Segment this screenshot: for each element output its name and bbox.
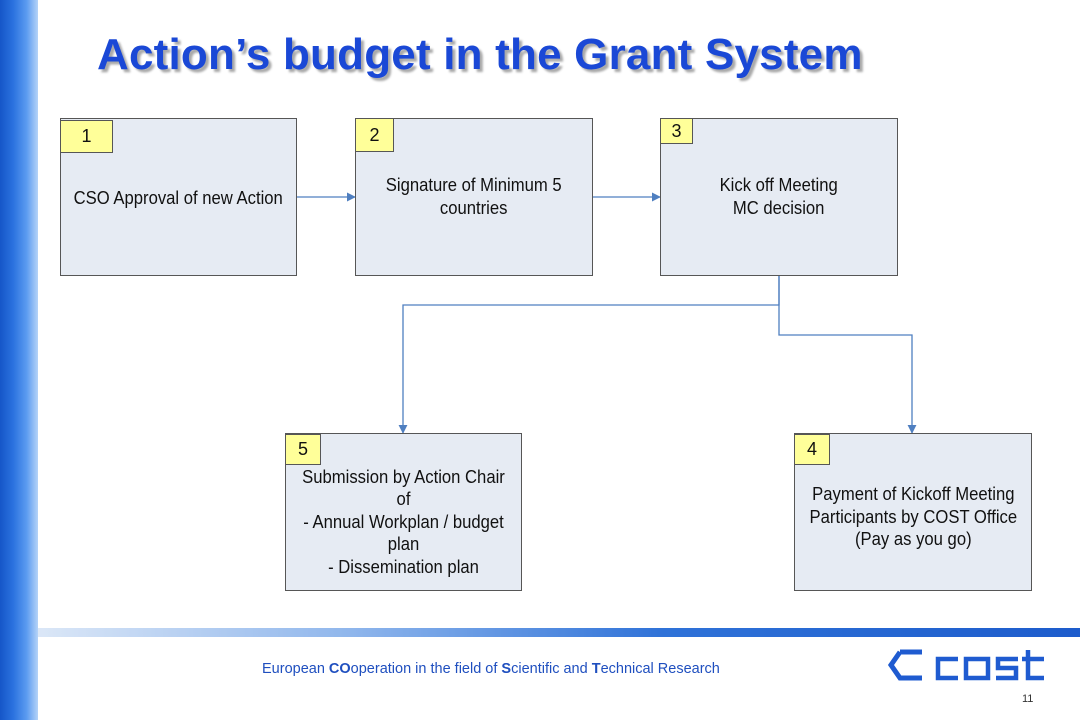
step-2-text: Signature of Minimum 5 countries [386,174,562,218]
step-box-2: Signature of Minimum 5 countries [355,118,593,276]
tagline-part: operation in the field of [350,661,502,677]
step-1-text: CSO Approval of new Action [73,186,284,208]
tagline-part: cientific and [511,661,592,677]
step-4-text: Payment of Kickoff Meeting Participants … [809,483,1017,550]
arrow-3-to-4 [778,276,917,434]
footer-tagline: European COoperation in the field of Sci… [262,661,720,677]
page-number: 11 [1022,693,1034,705]
footer-divider-bar [38,628,1080,637]
tagline-initials-co: CO [328,661,351,677]
step-3-text: Kick off Meeting MC decision [719,174,839,218]
step-4-number: 4 [794,434,830,465]
step-box-5: Submission by Action Chair of - Annual W… [285,433,522,591]
cost-logo [887,649,1044,681]
left-accent-bar [0,0,38,720]
tagline-part: echnical Research [600,661,720,677]
step-3-number: 3 [660,118,693,144]
arrow-3-to-5 [398,276,780,434]
tagline-initial-t: T [591,661,601,677]
step-2-number: 2 [355,118,394,152]
tagline-part: European [262,661,329,677]
step-box-3: Kick off Meeting MC decision [660,118,898,276]
step-box-4: Payment of Kickoff Meeting Participants … [794,433,1032,591]
step-1-number: 1 [60,120,113,153]
slide-title: Action’s budget in the Grant System [97,30,863,79]
tagline-initial-s: S [501,661,512,677]
step-5-number: 5 [285,434,321,465]
step-5-text: Submission by Action Chair of - Annual W… [302,465,505,577]
step-box-1: CSO Approval of new Action [60,118,297,276]
